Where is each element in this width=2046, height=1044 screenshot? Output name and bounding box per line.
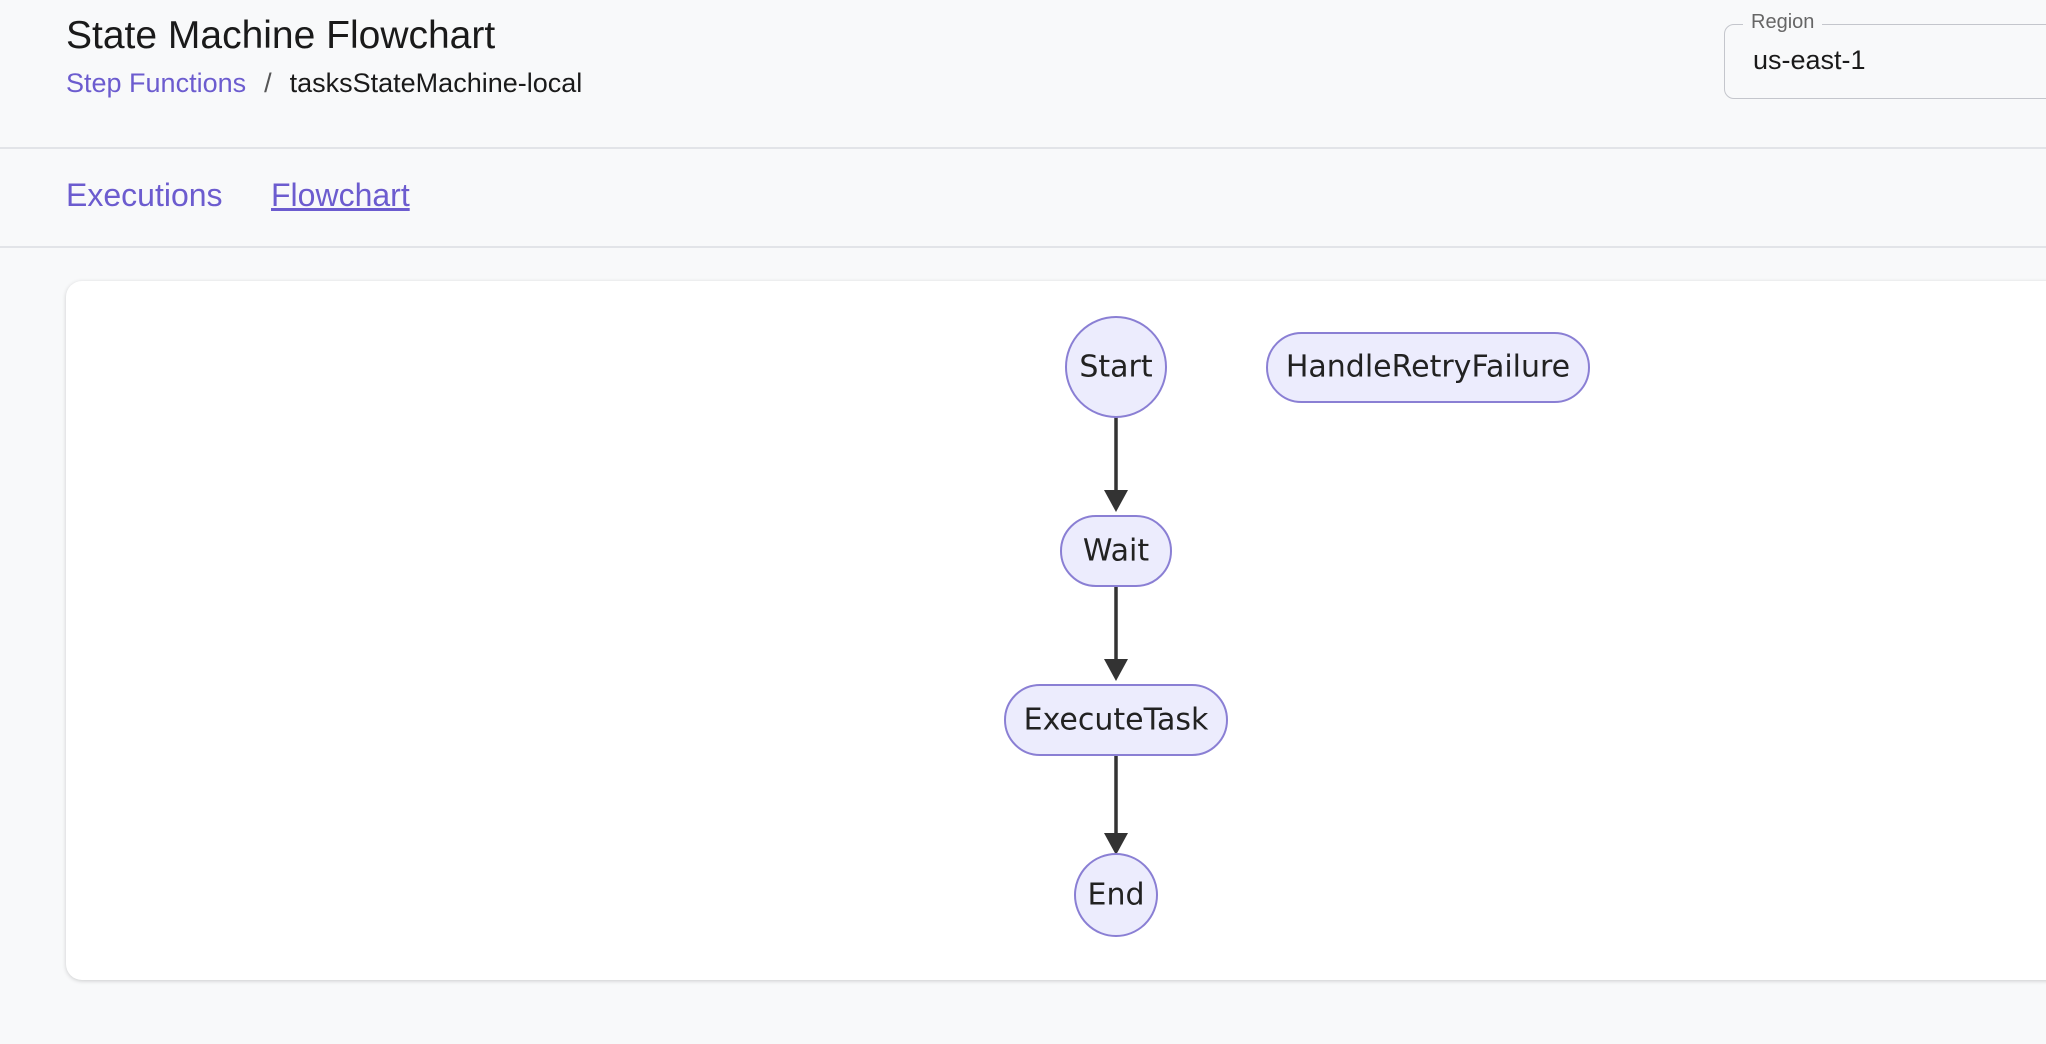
- region-value: us-east-1: [1753, 45, 1866, 75]
- page-header: State Machine Flowchart Step Functions /…: [0, 0, 2046, 149]
- tab-bar: Executions Flowchart: [0, 149, 2046, 248]
- tab-flowchart[interactable]: Flowchart: [271, 177, 410, 213]
- node-handle-retry-failure[interactable]: HandleRetryFailure: [1266, 332, 1590, 403]
- node-start-label: Start: [1079, 350, 1153, 385]
- node-end[interactable]: End: [1074, 853, 1158, 937]
- edge-wait-to-execute-task: [1104, 586, 1128, 681]
- node-handle-retry-failure-label: HandleRetryFailure: [1286, 350, 1570, 385]
- flowchart-card: Start HandleRetryFailure Wait ExecuteTas…: [66, 281, 2046, 980]
- node-end-label: End: [1087, 878, 1144, 913]
- breadcrumb-link-step-functions[interactable]: Step Functions: [66, 68, 247, 98]
- node-start[interactable]: Start: [1065, 316, 1167, 418]
- page-title: State Machine Flowchart: [66, 14, 496, 57]
- region-select[interactable]: Region us-east-1: [1724, 11, 2046, 99]
- breadcrumb-current: tasksStateMachine-local: [289, 68, 583, 98]
- breadcrumb: Step Functions / tasksStateMachine-local: [66, 68, 582, 99]
- edge-start-to-wait: [1104, 417, 1128, 512]
- flowchart-diagram: Start HandleRetryFailure Wait ExecuteTas…: [1004, 316, 1590, 937]
- node-wait-label: Wait: [1083, 534, 1149, 569]
- node-execute-task-label: ExecuteTask: [1024, 703, 1209, 738]
- edge-execute-task-to-end: [1104, 755, 1128, 855]
- node-execute-task[interactable]: ExecuteTask: [1004, 684, 1228, 756]
- breadcrumb-separator: /: [264, 68, 272, 98]
- tab-executions[interactable]: Executions: [66, 177, 223, 213]
- region-label: Region: [1743, 11, 1823, 34]
- node-wait[interactable]: Wait: [1060, 515, 1172, 587]
